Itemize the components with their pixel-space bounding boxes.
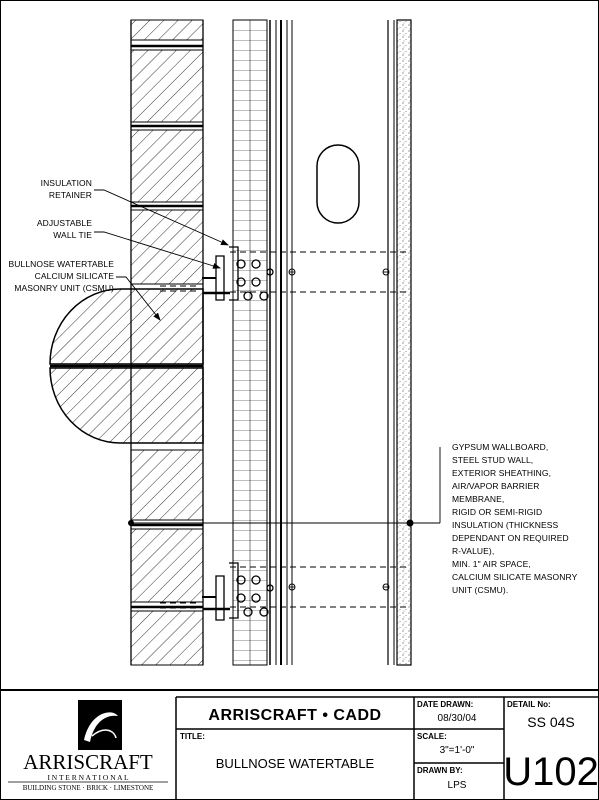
note-line: MEMBRANE, [452,494,504,504]
leader-lines [94,189,441,523]
scale-value: 3"=1'-0" [440,745,475,756]
note-line: RIGID OR SEMI-RIGID [452,507,542,517]
note-line: WALL TIE [53,230,92,240]
note-line: ADJUSTABLE [37,218,92,228]
date-label: DATE DRAWN: [417,700,473,709]
title-label: TITLE: [180,732,205,741]
steel-stud [316,20,395,665]
note-line: CALCIUM SILICATE [35,271,115,281]
sheathing-lines [269,20,293,665]
company-name: ARRISCRAFT • CADD [208,707,381,724]
date-value: 08/30/04 [438,713,477,724]
gypsum-wallboard [396,19,412,666]
section-marker-line [128,519,440,527]
callout-bullnose: BULLNOSE WATERTABLE CALCIUM SILICATE MAS… [8,259,114,293]
note-line: UNIT (CSMU). [452,585,508,595]
note-line: AIR/VAPOR BARRIER [452,481,540,491]
callout-wall-tie: ADJUSTABLE WALL TIE [37,218,92,240]
tie-dashes [160,251,408,609]
logo-wordmark: ARRISCRAFT [23,750,153,774]
arriscraft-logo: ARRISCRAFT I N T E R N A T I O N A L BUI… [8,700,168,792]
logo-tagline: BUILDING STONE · BRICK · LIMESTONE [23,784,154,792]
note-line: BULLNOSE WATERTABLE [8,259,114,269]
drawn-by-value: LPS [448,780,467,791]
note-line: CALCIUM SILICATE MASONRY [452,572,578,582]
note-line: INSULATION (THICKNESS [452,520,559,530]
rigid-insulation [232,19,268,666]
note-line: MASONRY UNIT (CSMU) [14,283,114,293]
detail-code: SS 04S [527,714,574,730]
drawing-title: BULLNOSE WATERTABLE [216,756,375,771]
callout-insulation-retainer: INSULATION RETAINER [41,178,92,200]
logo-sub: I N T E R N A T I O N A L [47,773,129,782]
callout-wall-assembly: GYPSUM WALLBOARD, STEEL STUD WALL, EXTER… [452,442,578,595]
note-line: R-VALUE), [452,546,494,556]
wall-tie-lower [202,562,274,621]
screw-icons [288,268,390,591]
bullnose-watertable [49,288,204,444]
note-line: MIN. 1" AIR SPACE, [452,559,531,569]
note-line: DEPENDANT ON REQUIRED [452,533,569,543]
title-block [0,689,599,800]
note-line: RETAINER [49,190,92,200]
scale-label: SCALE: [417,732,447,741]
note-line: EXTERIOR SHEATHING, [452,468,551,478]
masonry-units [130,19,204,666]
wall-tie-upper [202,246,274,301]
note-line: STEEL STUD WALL, [452,455,533,465]
logo-mark-icon [78,700,122,750]
note-line: GYPSUM WALLBOARD, [452,442,548,452]
detail-number: U102 [503,750,599,794]
note-line: INSULATION [41,178,92,188]
drawn-by-label: DRAWN BY: [417,766,463,775]
stud-knockout [316,144,360,224]
detail-label: DETAIL No: [507,700,551,709]
